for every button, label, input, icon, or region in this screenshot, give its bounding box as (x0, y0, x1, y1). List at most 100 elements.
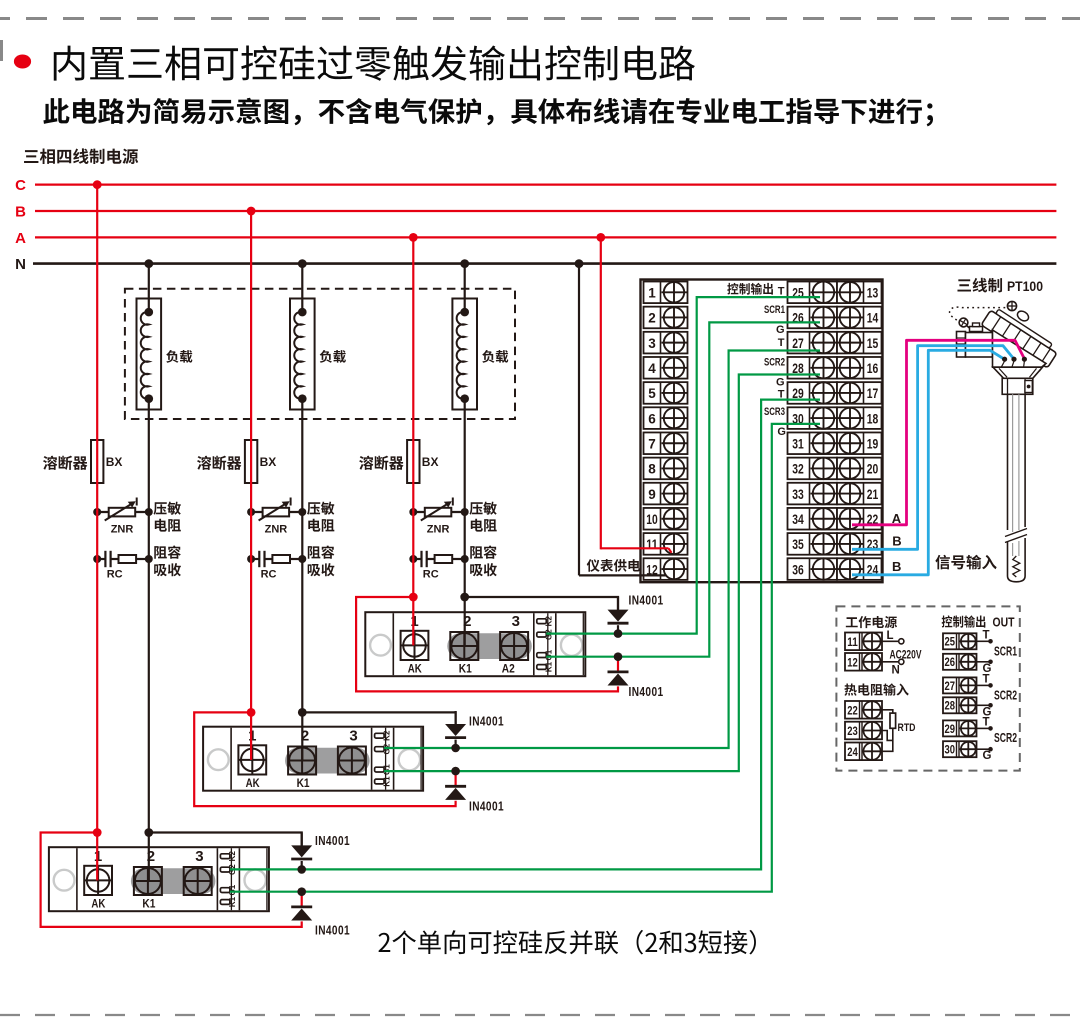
svg-text:K1: K1 (142, 897, 155, 911)
svg-text:SCR2: SCR2 (764, 357, 785, 369)
svg-text:K2: K2 (545, 616, 554, 627)
svg-text:工作电源: 工作电源 (845, 612, 897, 631)
svg-text:2: 2 (463, 613, 471, 630)
svg-text:K2: K2 (382, 730, 391, 741)
svg-text:23: 23 (867, 537, 879, 552)
svg-text:IN4001: IN4001 (315, 924, 350, 938)
svg-text:28: 28 (945, 701, 956, 713)
svg-text:2: 2 (147, 848, 155, 865)
svg-text:29: 29 (792, 386, 804, 401)
svg-text:T: T (983, 716, 990, 728)
svg-text:13: 13 (867, 286, 879, 301)
svg-text:29: 29 (945, 724, 956, 736)
svg-text:AK: AK (246, 776, 260, 790)
svg-text:L: L (887, 630, 894, 642)
svg-text:热电阻输入: 热电阻输入 (844, 680, 909, 699)
svg-text:RTD: RTD (898, 722, 916, 734)
svg-text:溶断器: 溶断器 (43, 453, 88, 474)
svg-text:36: 36 (792, 562, 804, 577)
svg-text:IN4001: IN4001 (469, 800, 504, 814)
svg-text:压敏: 压敏 (469, 499, 497, 519)
svg-text:压敏: 压敏 (153, 499, 181, 519)
svg-text:28: 28 (792, 361, 804, 376)
svg-text:T: T (778, 337, 785, 349)
svg-text:G1: G1 (545, 649, 554, 660)
svg-text:ZNR: ZNR (427, 524, 450, 536)
svg-text:10: 10 (646, 512, 658, 527)
svg-text:RC: RC (107, 569, 123, 581)
svg-text:G: G (777, 426, 786, 438)
svg-text:12: 12 (847, 657, 858, 669)
svg-text:吸收: 吸收 (153, 560, 181, 580)
svg-text:A: A (892, 511, 902, 526)
svg-text:3: 3 (512, 613, 520, 630)
svg-text:SCR2: SCR2 (994, 689, 1017, 703)
svg-text:IN4001: IN4001 (315, 834, 350, 848)
svg-text:控制输出: 控制输出 (727, 279, 774, 298)
svg-text:5: 5 (648, 386, 656, 401)
svg-text:G: G (776, 376, 785, 388)
svg-text:三线制: 三线制 (957, 274, 1004, 296)
svg-text:RC: RC (423, 569, 439, 581)
svg-text:18: 18 (867, 411, 879, 426)
svg-text:B: B (892, 534, 901, 549)
svg-text:BX: BX (260, 455, 277, 469)
svg-text:溶断器: 溶断器 (359, 453, 404, 474)
svg-text:C: C (15, 177, 26, 194)
svg-text:负载: 负载 (166, 346, 193, 366)
svg-text:4: 4 (648, 361, 656, 376)
svg-text:T: T (983, 629, 990, 641)
svg-text:30: 30 (945, 745, 956, 757)
svg-text:30: 30 (792, 411, 804, 426)
svg-text:9: 9 (648, 487, 656, 502)
svg-text:22: 22 (867, 512, 879, 527)
svg-text:压敏: 压敏 (307, 499, 335, 519)
svg-text:N: N (892, 665, 900, 677)
svg-text:16: 16 (867, 361, 879, 376)
svg-text:AK: AK (408, 662, 422, 676)
svg-text:AC220V: AC220V (890, 648, 922, 662)
svg-text:G1: G1 (228, 884, 237, 895)
svg-text:A2: A2 (502, 662, 515, 676)
svg-text:32: 32 (792, 462, 804, 477)
svg-text:11: 11 (847, 637, 858, 649)
svg-text:23: 23 (847, 726, 858, 738)
svg-text:N: N (15, 256, 26, 273)
svg-text:14: 14 (867, 311, 879, 326)
svg-text:OUT: OUT (993, 615, 1015, 629)
svg-text:21: 21 (867, 487, 879, 502)
svg-text:27: 27 (792, 336, 804, 351)
svg-text:信号输入: 信号输入 (935, 551, 998, 573)
svg-text:33: 33 (792, 487, 804, 502)
svg-text:A: A (15, 230, 26, 247)
svg-text:阻容: 阻容 (307, 543, 335, 563)
svg-text:25: 25 (945, 637, 956, 649)
svg-text:电阻: 电阻 (153, 516, 181, 536)
svg-text:G: G (983, 750, 992, 762)
svg-text:K1: K1 (228, 896, 237, 907)
svg-text:阻容: 阻容 (469, 543, 497, 563)
svg-text:电阻: 电阻 (307, 516, 335, 536)
svg-text:T: T (778, 389, 785, 401)
svg-text:G: G (983, 663, 992, 675)
svg-text:2: 2 (301, 728, 309, 745)
svg-text:吸收: 吸收 (469, 560, 497, 580)
svg-text:7: 7 (648, 436, 656, 451)
svg-text:IN4001: IN4001 (629, 685, 664, 699)
svg-text:31: 31 (792, 436, 804, 451)
svg-text:1: 1 (648, 286, 656, 301)
svg-text:负载: 负载 (482, 346, 509, 366)
svg-text:19: 19 (867, 436, 879, 451)
svg-text:35: 35 (792, 537, 804, 552)
svg-text:IN4001: IN4001 (629, 594, 664, 608)
svg-text:2个单向可控硅反并联（2和3短接）: 2个单向可控硅反并联（2和3短接） (378, 923, 774, 960)
svg-text:SCR1: SCR1 (994, 645, 1017, 659)
svg-text:三相四线制电源: 三相四线制电源 (23, 144, 139, 168)
svg-text:仪表供电: 仪表供电 (587, 555, 641, 575)
svg-text:电阻: 电阻 (469, 516, 497, 536)
svg-text:BX: BX (422, 455, 439, 469)
svg-text:15: 15 (867, 336, 879, 351)
svg-text:2: 2 (648, 311, 656, 326)
svg-text:K2: K2 (228, 851, 237, 862)
svg-text:AK: AK (91, 897, 105, 911)
